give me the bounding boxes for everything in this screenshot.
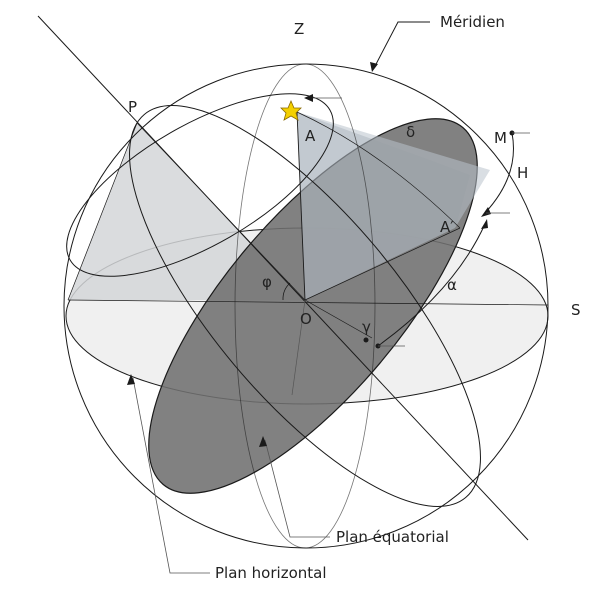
meridien-pointer bbox=[373, 21, 430, 69]
line-p-triangle bbox=[67, 122, 138, 301]
line-o-p bbox=[136, 122, 306, 301]
label-p: P bbox=[128, 98, 137, 116]
label-h: H bbox=[517, 164, 528, 182]
label-phi: φ bbox=[262, 273, 272, 291]
label-a: A bbox=[305, 127, 316, 145]
label-z: Z bbox=[294, 20, 304, 38]
callout-plan-horizontal: Plan horizontal bbox=[215, 564, 327, 582]
line-o-horizon bbox=[67, 299, 549, 306]
label-s: S bbox=[571, 301, 581, 319]
star-hour-circle bbox=[129, 105, 481, 507]
gamma-dot bbox=[363, 337, 369, 343]
plan-horizontal-arrowhead bbox=[127, 374, 135, 385]
hour-angle-arrowhead bbox=[481, 207, 491, 217]
line-o-gamma bbox=[304, 299, 373, 339]
hour-angle-arc bbox=[484, 132, 514, 214]
plan-horizontal-pointer bbox=[132, 377, 210, 574]
label-a-prime: A′ bbox=[440, 218, 454, 236]
label-alpha: α bbox=[447, 276, 457, 294]
polar-axis bbox=[37, 15, 529, 541]
line-o-lower bbox=[291, 299, 306, 396]
star-arrowhead bbox=[304, 94, 313, 102]
alpha-arc bbox=[377, 223, 486, 347]
phi-arc bbox=[282, 282, 291, 301]
line-o-a bbox=[296, 111, 306, 301]
vertical-circle bbox=[234, 63, 376, 549]
callout-meridien: Méridien bbox=[440, 13, 505, 31]
declination-circle bbox=[66, 93, 334, 277]
plan-equatorial-pointer bbox=[264, 439, 330, 538]
line-o-a-prime bbox=[304, 227, 461, 301]
star-icon bbox=[280, 99, 302, 121]
callout-plan-equatorial: Plan équatorial bbox=[336, 528, 449, 546]
arc-a-a-prime bbox=[296, 111, 461, 229]
label-delta: δ bbox=[406, 123, 415, 141]
alpha-arrowhead bbox=[481, 219, 488, 229]
plan-equatorial-arrowhead bbox=[259, 436, 267, 447]
label-o: O bbox=[300, 310, 312, 328]
meridien-arrowhead bbox=[370, 62, 378, 72]
label-m: M bbox=[494, 129, 507, 147]
hour-angle-overlay bbox=[297, 112, 490, 300]
label-gamma: γ bbox=[362, 318, 371, 336]
